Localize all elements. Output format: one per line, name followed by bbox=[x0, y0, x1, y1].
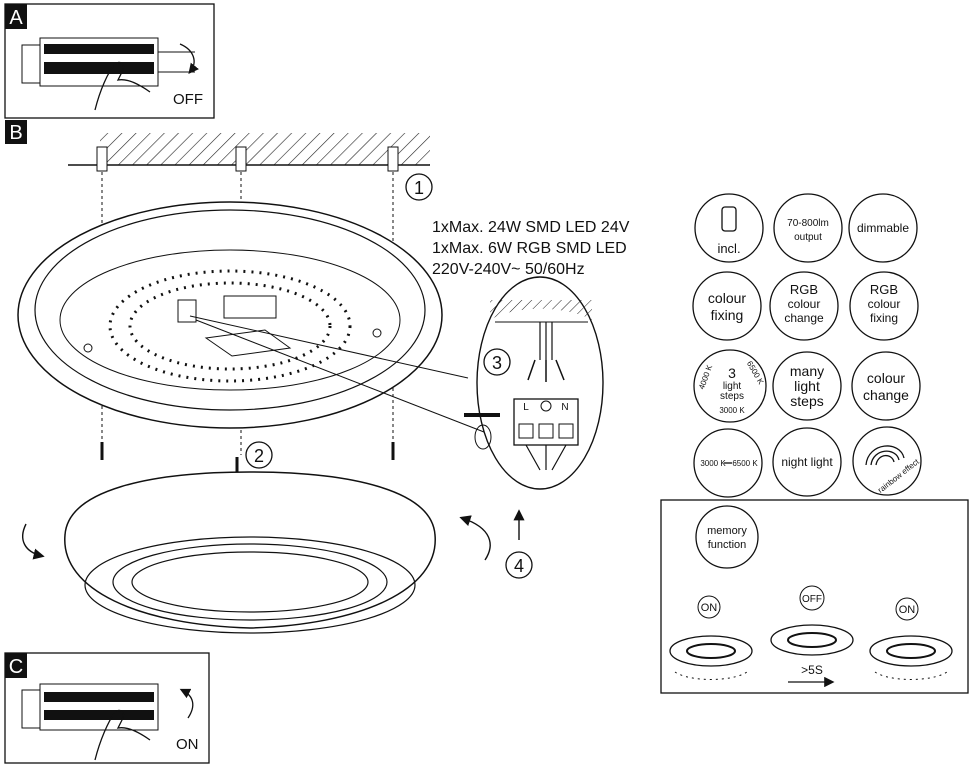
badge-steps-line2: steps bbox=[720, 391, 744, 402]
screw-icon bbox=[100, 442, 395, 472]
ceiling-illustration bbox=[68, 133, 430, 472]
step-3-label: 3 bbox=[492, 353, 502, 373]
step-4-marker: 4 bbox=[505, 551, 533, 579]
badge-rgb-fixing-line2: colour bbox=[868, 297, 901, 311]
panel-b-letter: B bbox=[9, 122, 22, 144]
rainbow-icon bbox=[865, 445, 905, 466]
memory-state-1: ON bbox=[669, 595, 753, 680]
spec-line-2: 1xMax. 6W RGB SMD LED bbox=[432, 240, 627, 257]
step-3-marker: 3 bbox=[483, 348, 511, 376]
badge-rgb-change-line2: colour bbox=[788, 297, 821, 311]
wall-plug-icon bbox=[96, 146, 399, 172]
step-1-marker: 1 bbox=[405, 173, 433, 201]
badge-colour-change: colour change bbox=[851, 351, 921, 421]
badge-remote: incl. bbox=[694, 193, 764, 263]
badge-night-light: night light bbox=[772, 427, 842, 497]
lamp-off-icon bbox=[770, 624, 854, 656]
badge-output: 70-800lm output bbox=[773, 193, 843, 263]
rotate-right-arrow-icon bbox=[459, 515, 491, 561]
badge-many-line2: light bbox=[794, 378, 820, 394]
badge-colour-fixing-line2: fixing bbox=[711, 307, 744, 323]
badge-many-light-steps: many light steps bbox=[772, 351, 842, 421]
memory-state-3: ON bbox=[869, 597, 953, 680]
step-2-marker: 2 bbox=[245, 441, 273, 469]
badge-rgb-change-line3: change bbox=[784, 311, 824, 325]
memory-state-2-label: OFF bbox=[802, 594, 822, 605]
badge-colour-fixing: colour fixing bbox=[692, 271, 762, 341]
breaker-switch-icon bbox=[21, 683, 159, 761]
badge-steps-bottom: 3000 K bbox=[719, 406, 745, 415]
badge-cct-line2: 6500 K bbox=[732, 459, 758, 468]
memory-title-line1: memory bbox=[707, 525, 747, 537]
panel-a: A OFF bbox=[4, 3, 215, 119]
memory-state-2: OFF bbox=[770, 585, 854, 656]
badge-colour-change-line2: change bbox=[863, 387, 909, 403]
badge-colour-fixing-line1: colour bbox=[708, 290, 746, 306]
badge-many-line1: many bbox=[790, 363, 824, 379]
badge-steps-line1: light bbox=[723, 381, 742, 392]
badge-three-light-steps: 4000 K 6500 K 3 light steps 3000 K bbox=[693, 349, 767, 423]
panel-a-state: OFF bbox=[173, 91, 203, 108]
feature-badges: incl. 70-800lm output dimmable colour fi… bbox=[692, 193, 922, 498]
terminal-label-n: N bbox=[561, 402, 568, 413]
badge-dimmable-text: dimmable bbox=[857, 221, 909, 235]
lamp-cover bbox=[64, 471, 436, 634]
step-2-label: 2 bbox=[254, 446, 264, 466]
badge-rgb-colour-fixing: RGB colour fixing bbox=[849, 271, 919, 341]
step-4-label: 4 bbox=[514, 556, 524, 576]
panel-c: C ON bbox=[4, 652, 210, 764]
badge-rgb-change-line1: RGB bbox=[790, 282, 818, 297]
badge-output-line2: output bbox=[794, 232, 822, 243]
spec-line-3: 220V-240V~ 50/60Hz bbox=[432, 261, 585, 278]
wiring-detail: L N bbox=[464, 276, 604, 490]
badge-colour-change-line1: colour bbox=[867, 370, 905, 386]
memory-state-1-label: ON bbox=[701, 602, 718, 614]
breaker-switch-icon bbox=[21, 37, 195, 111]
rotate-arrow-icon bbox=[179, 688, 194, 719]
badge-night-light-text: night light bbox=[781, 455, 833, 469]
terminal-label-l: L bbox=[523, 402, 529, 413]
badge-dimmable: dimmable bbox=[848, 193, 918, 263]
memory-delay-label: >5S bbox=[801, 663, 823, 677]
badge-steps-number: 3 bbox=[728, 365, 736, 381]
base-plate bbox=[17, 201, 485, 433]
panel-a-letter: A bbox=[9, 7, 23, 29]
specifications: 1xMax. 24W SMD LED 24V 1xMax. 6W RGB SMD… bbox=[432, 219, 630, 278]
panel-c-state: ON bbox=[176, 736, 199, 753]
lamp-on-icon bbox=[669, 635, 753, 667]
badge-rainbow-effect: rainbow effect bbox=[852, 426, 922, 496]
rotate-left-arrow-icon bbox=[22, 523, 45, 560]
badge-rgb-colour-change: RGB colour change bbox=[769, 271, 839, 341]
memory-function-panel: memory function ON OFF ON >5S bbox=[660, 499, 969, 694]
lamp-on-icon bbox=[869, 635, 953, 667]
panel-c-letter: C bbox=[9, 656, 23, 678]
remote-control-icon bbox=[721, 206, 737, 232]
badge-cct-line1: 3000 K bbox=[700, 459, 726, 468]
ground-icon bbox=[540, 400, 552, 412]
panel-b: B bbox=[5, 120, 27, 144]
badge-cct-range: 3000 K 6500 K bbox=[693, 428, 763, 498]
step-1-label: 1 bbox=[414, 178, 424, 198]
badge-remote-text: incl. bbox=[717, 241, 740, 256]
badge-output-line1: 70-800lm bbox=[787, 218, 829, 229]
memory-title-line2: function bbox=[708, 539, 747, 551]
memory-state-3-label: ON bbox=[899, 604, 916, 616]
badge-rgb-fixing-line1: RGB bbox=[870, 282, 898, 297]
badge-rgb-fixing-line3: fixing bbox=[870, 311, 898, 325]
badge-many-line3: steps bbox=[790, 393, 823, 409]
screwdriver-icon bbox=[464, 413, 500, 417]
rotate-arrow-icon bbox=[179, 43, 199, 75]
spec-line-1: 1xMax. 24W SMD LED 24V bbox=[432, 219, 630, 236]
